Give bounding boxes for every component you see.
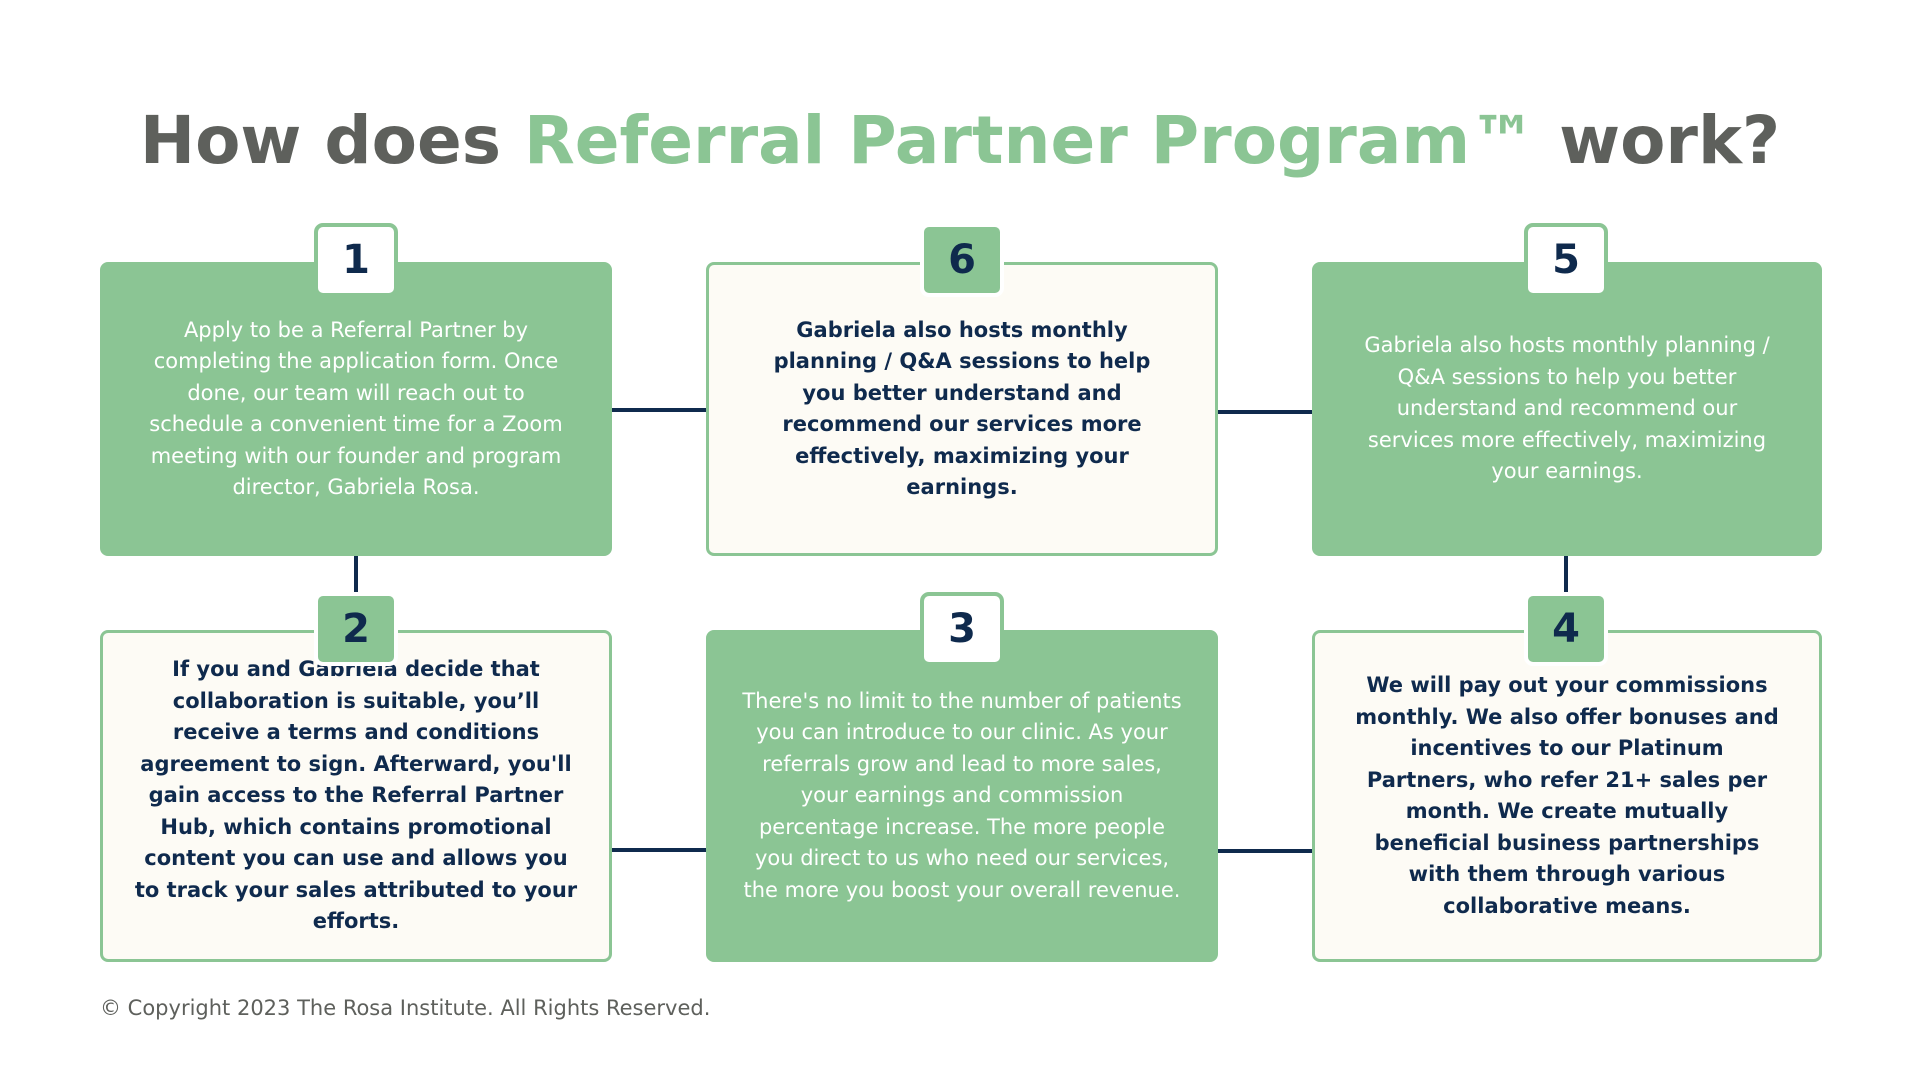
step-text-4: We will pay out your commissions monthly…	[1355, 673, 1779, 918]
step-card-3: There's no limit to the number of patien…	[706, 630, 1218, 962]
step-card-4: We will pay out your commissions monthly…	[1312, 630, 1822, 962]
step-text-2: If you and Gabriela decide that collabor…	[134, 657, 578, 934]
copyright-text: © Copyright 2023 The Rosa Institute. All…	[100, 996, 711, 1020]
connector-2-3	[612, 848, 708, 852]
connector-1-2	[354, 556, 358, 594]
step-card-6: Gabriela also hosts monthly planning / Q…	[706, 262, 1218, 556]
title-suffix: work?	[1536, 102, 1781, 179]
connector-6-5	[1218, 410, 1314, 414]
step-badge-5: 5	[1524, 223, 1608, 297]
page-title: How does Referral Partner Program™ work?	[0, 96, 1920, 186]
step-text-3: There's no limit to the number of patien…	[742, 688, 1182, 902]
connector-5-4	[1564, 556, 1568, 594]
step-card-1: Apply to be a Referral Partner by comple…	[100, 262, 612, 556]
connector-1-6	[612, 408, 708, 412]
step-card-5: Gabriela also hosts monthly planning / Q…	[1312, 262, 1822, 556]
step-badge-2: 2	[314, 592, 398, 666]
step-text-5: Gabriela also hosts monthly planning / Q…	[1364, 333, 1770, 484]
step-text-6: Gabriela also hosts monthly planning / Q…	[773, 317, 1151, 500]
step-card-2: If you and Gabriela decide that collabor…	[100, 630, 612, 962]
step-badge-6: 6	[920, 223, 1004, 297]
title-prefix: How does	[139, 102, 524, 179]
step-badge-1: 1	[314, 223, 398, 297]
step-text-1: Apply to be a Referral Partner by comple…	[149, 317, 563, 500]
step-badge-4: 4	[1524, 592, 1608, 666]
step-badge-3: 3	[920, 592, 1004, 666]
title-highlight: Referral Partner Program™	[523, 102, 1537, 179]
connector-3-4	[1218, 849, 1314, 853]
